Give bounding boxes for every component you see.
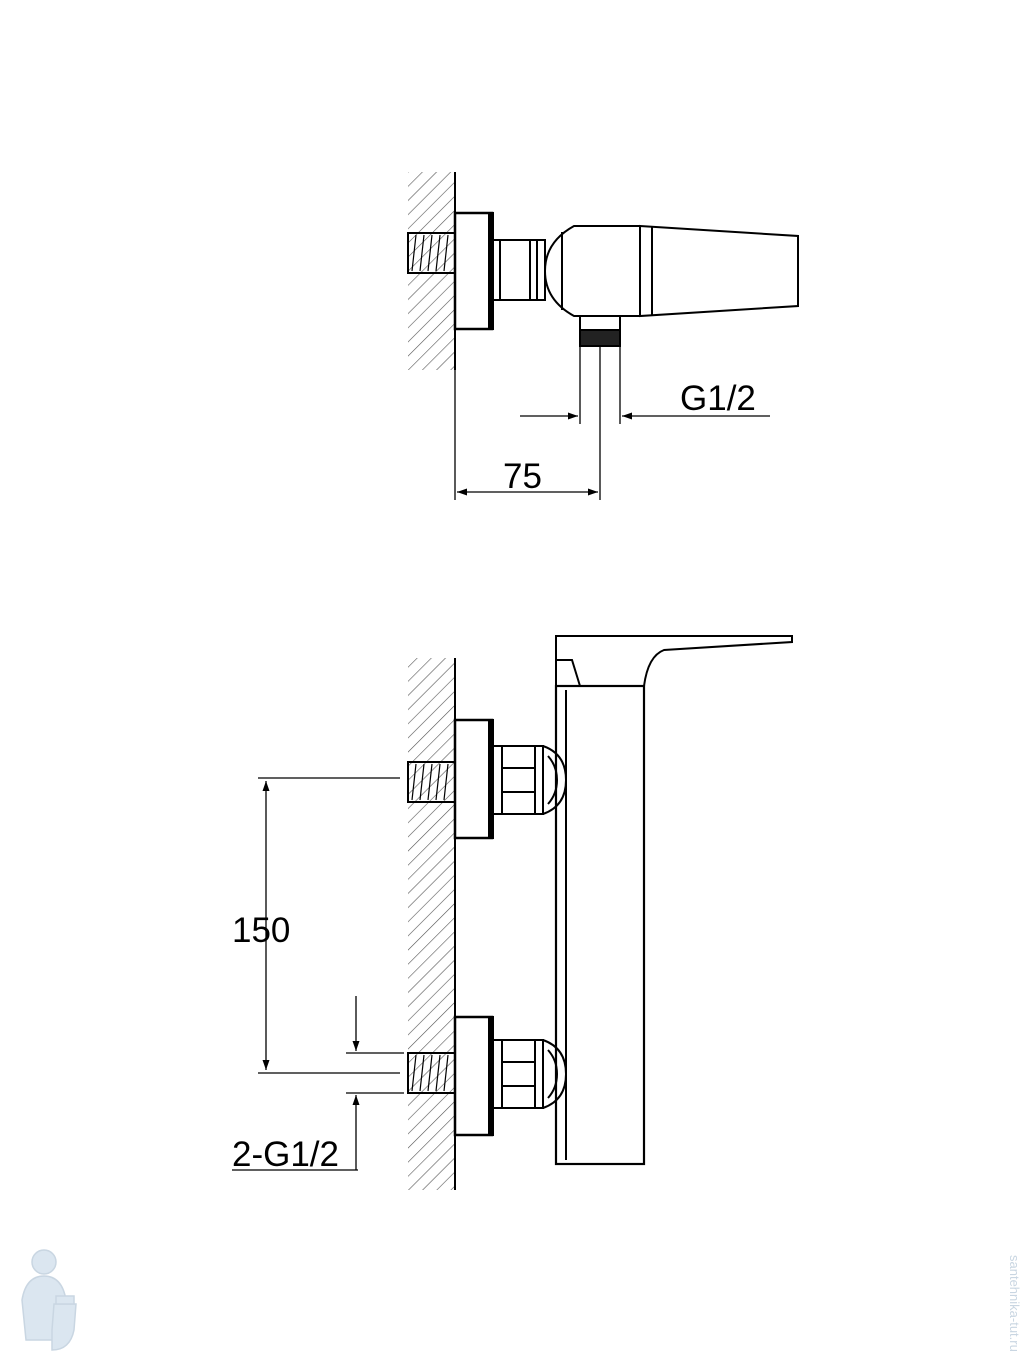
outlet-top — [579, 315, 621, 331]
wall-hatch-top — [408, 172, 454, 370]
dimension-inlets-label: 2-G1/2 — [232, 1135, 339, 1174]
flange-upper — [453, 718, 494, 840]
dimension-outlet-label: G1/2 — [680, 379, 756, 418]
dimension-spacing-label: 150 — [232, 911, 290, 950]
watermark-text: santehnika-tut.ru — [1007, 1255, 1022, 1352]
eccentric-lower — [542, 1039, 568, 1109]
dimension-width-label: 75 — [503, 457, 542, 496]
plumber-logo — [21, 1249, 77, 1351]
top-view — [407, 172, 799, 500]
nut-upper — [492, 745, 544, 815]
lever-top — [639, 224, 799, 318]
flange-top — [453, 211, 494, 331]
side-view — [232, 635, 793, 1190]
mixer-body-top — [543, 225, 641, 317]
lever-side — [555, 635, 793, 687]
wall-hatch-side — [408, 658, 454, 1190]
mixer-body-side — [554, 684, 646, 1166]
nut-lower — [492, 1039, 544, 1109]
flange-lower — [453, 1015, 494, 1137]
eccentric-upper — [542, 745, 568, 815]
